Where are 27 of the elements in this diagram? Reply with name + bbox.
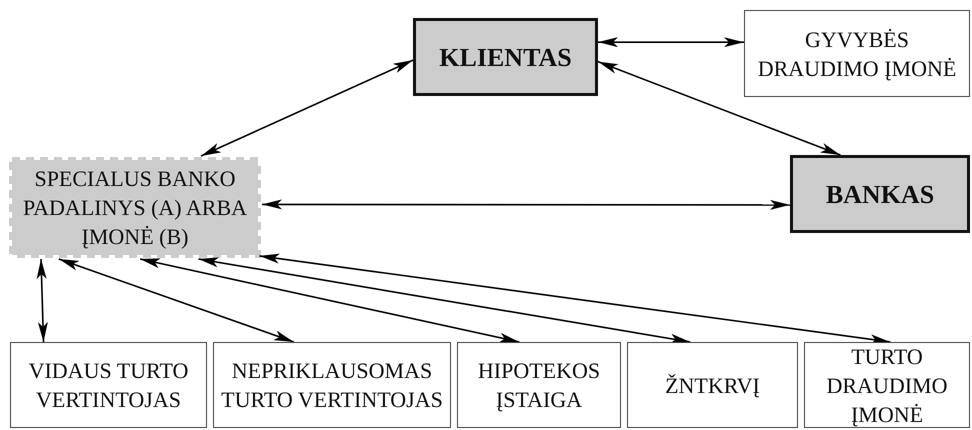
entity-box [790,155,970,233]
double-arrow [198,257,690,344]
double-arrow [262,199,790,210]
process-box [10,342,207,428]
node-label: VIDAUS TURTO VERTINTOJAS [28,357,190,414]
double-arrow [58,258,294,343]
double-arrow [36,258,48,342]
node-label: SPECIALUS BANKO PADALINYS (A) ARBA ĮMONĖ (B) [22,165,248,251]
process-box [213,342,451,428]
double-arrow [140,258,520,343]
node-label: GYVYBĖS DRAUDIMO ĮMONĖ [756,26,958,82]
node-label: KLIENTAS [439,42,572,72]
process-box [627,342,798,428]
node-label: TURTO DRAUDIMO ĮMONĖ [826,342,948,428]
double-arrow [259,254,890,344]
node-label: NEPRIKLAUSOMAS TURTO VERTINTOJAS [220,357,444,414]
node-label: ŽNTKRVĮ [665,372,760,400]
node-label: HIPOTEKOS ĮSTAIGA [476,357,602,414]
process-box [744,10,970,97]
node-label: BANKAS [826,180,934,208]
double-arrow [200,59,414,157]
process-box [804,342,970,428]
double-arrow [598,37,744,48]
double-arrow [598,60,841,156]
process-box [457,342,621,428]
process-box [9,157,261,258]
entity-box [413,18,598,96]
